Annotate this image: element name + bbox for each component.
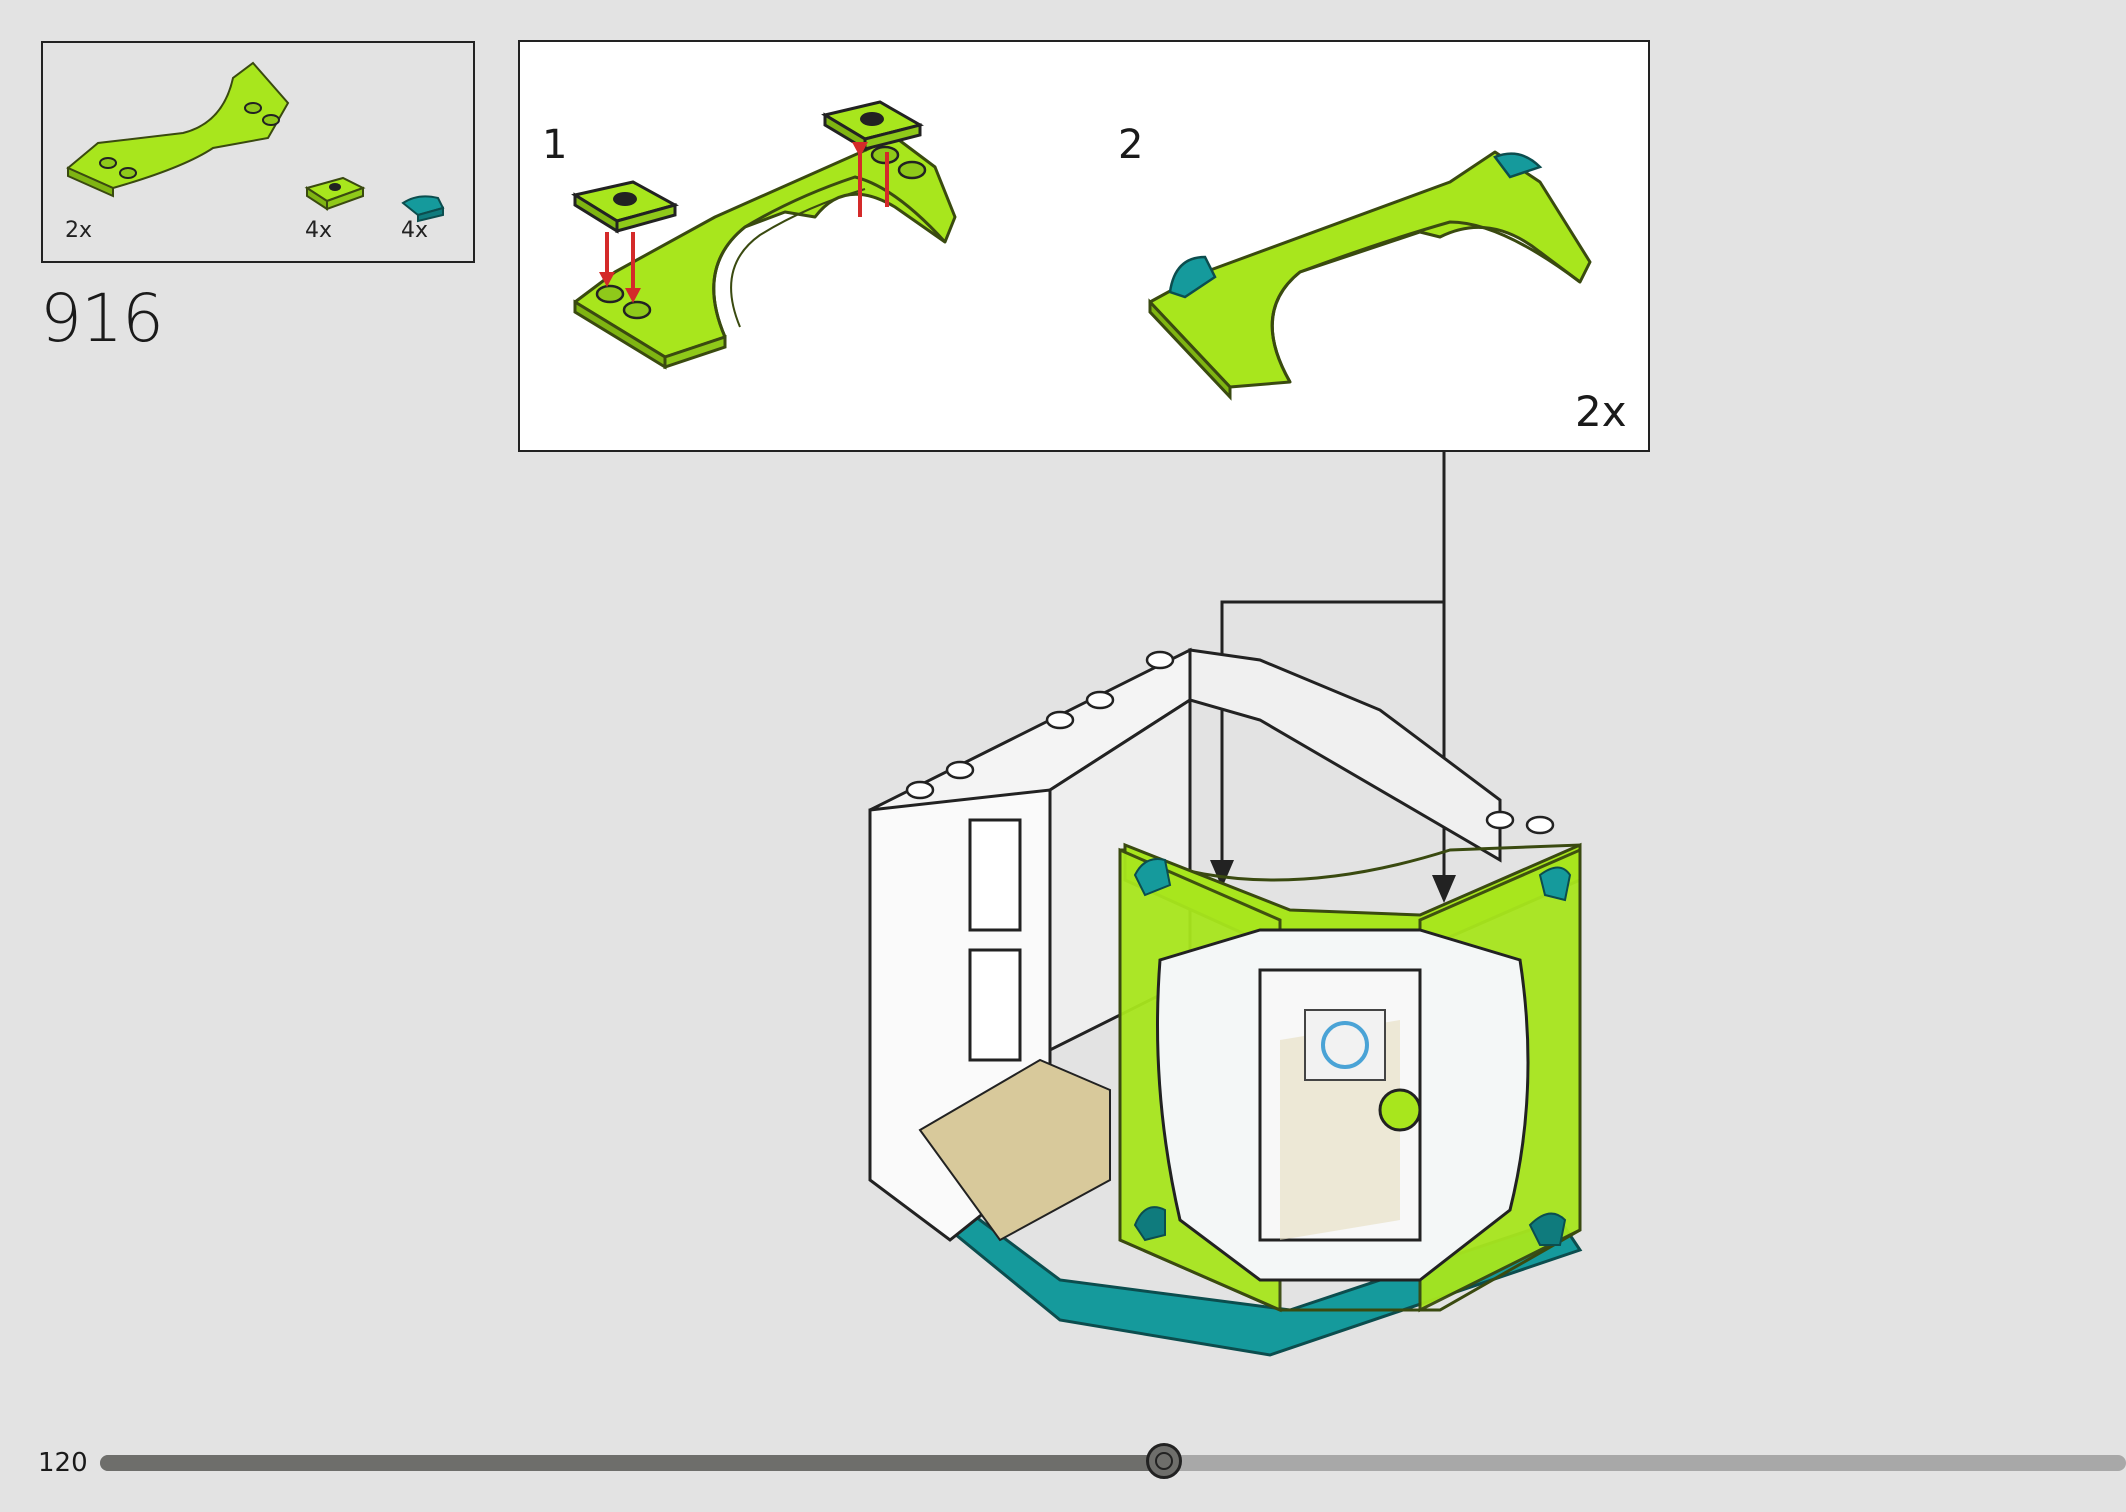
multiplier-label: 2x [1575, 387, 1627, 436]
plate-icon [304, 176, 366, 211]
step-number: 916 [40, 280, 164, 357]
tile-qty: 4x [401, 218, 429, 243]
parts-list-box: 2x 4x 4x [41, 41, 475, 263]
quarter-tile-icon [401, 195, 445, 223]
progress-knob[interactable] [1145, 1443, 1182, 1479]
substep-callout: 1 2 2x [518, 40, 1650, 452]
substep-2-label: 2 [1118, 122, 1144, 168]
substep-2-arch-illustration [1148, 150, 1592, 401]
plate-qty: 4x [305, 218, 333, 243]
arch-qty: 2x [65, 218, 93, 243]
substep-1-arch-illustration [571, 100, 957, 370]
progress-fill [100, 1455, 1164, 1471]
substep-1-label: 1 [542, 122, 568, 168]
page-number: 120 [38, 1448, 88, 1478]
main-model-illustration [868, 647, 1583, 1357]
arch-piece-icon [66, 61, 290, 198]
